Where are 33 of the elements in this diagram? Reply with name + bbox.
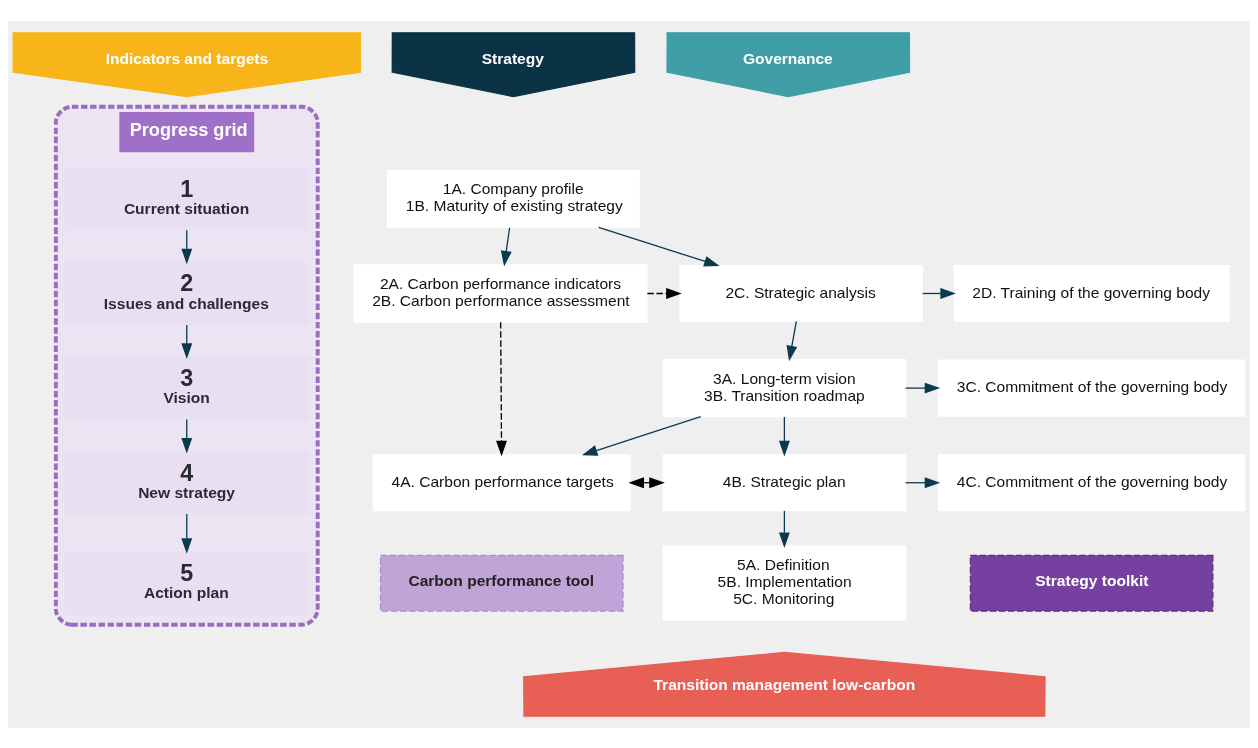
arrow [904, 476, 941, 488]
node-box: 3A. Long-term vision 3B. Transition roadmap [662, 358, 907, 417]
arrow [181, 323, 193, 359]
arrow [181, 229, 193, 264]
node-box: 4C. Commitment of the governing body [938, 453, 1246, 511]
arrow [500, 226, 512, 267]
node-text: 4 New strategy [138, 459, 235, 501]
arrow [786, 320, 798, 361]
node-text: 5 Action plan [143, 559, 229, 601]
node-box: 4A. Carbon performance targets [372, 453, 631, 511]
node-box: 4B. Strategic plan [662, 453, 907, 511]
node-text: 1 Current situation [123, 175, 250, 217]
node-box: Carbon performance tool [379, 554, 624, 612]
node-box: 3C. Commitment of the governing body [938, 359, 1246, 417]
arrow [778, 415, 790, 456]
arrow [904, 382, 941, 394]
arrow [181, 418, 193, 453]
arrow [628, 476, 665, 488]
node-box: 2A. Carbon performance indicators 2B. Carbon performance assessment [353, 263, 648, 323]
node-box: Strategy toolkit [969, 554, 1214, 612]
node-box: 2C. Strategic analysis [679, 264, 924, 322]
arrow [496, 321, 507, 456]
node-box: 2D. Training of the governing body [953, 264, 1230, 322]
arrow [581, 415, 702, 456]
arrow [646, 287, 682, 299]
arrow [921, 287, 956, 299]
arrow [181, 512, 193, 554]
node-text: 3 Vision [163, 364, 210, 406]
arrow [597, 226, 720, 267]
node-box: 5A. Definition 5B. Implementation 5C. Monitoring [662, 545, 907, 621]
node-box: 1A. Company profile 1B. Maturity of existing strategy [387, 169, 640, 228]
node-text: 2 Issues and challenges [103, 269, 269, 312]
arrow [778, 509, 790, 548]
